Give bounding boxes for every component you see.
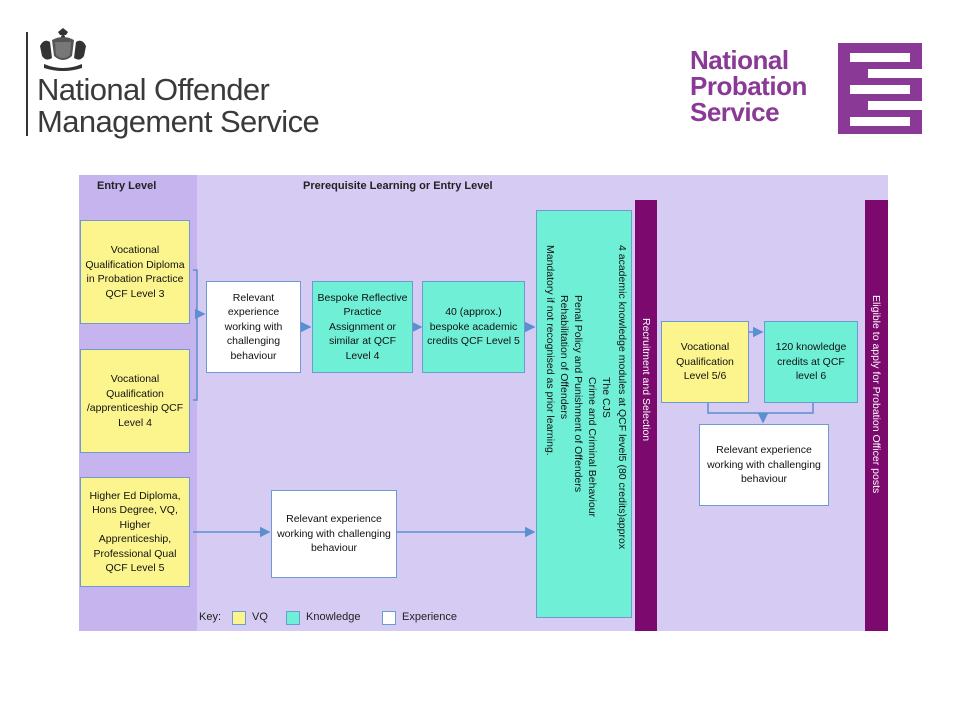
key-knowledge-label: Knowledge [306, 611, 361, 623]
academic-credits-40-box: 40 (approx.) bespoke academic credits QC… [422, 281, 525, 373]
key-swatch-experience [382, 611, 396, 625]
recruitment-selection-bar: Recruitment and Selection [635, 200, 657, 631]
noms-title-line1: National Offender [37, 72, 270, 107]
module-item-2: Crime and Criminal Behaviour [586, 377, 598, 518]
nps-title-line3: Service [690, 97, 780, 127]
nps-logo-mark-icon [838, 43, 922, 134]
recruitment-selection-label: Recruitment and Selection [640, 318, 652, 442]
knowledge-credits-120-box: 120 knowledge credits at QCF level 6 [764, 321, 858, 403]
key-experience-label: Experience [402, 611, 458, 623]
entry-level-header: Entry Level [97, 180, 157, 192]
modules-heading: 4 academic knowledge modules at QCF leve… [616, 245, 628, 550]
key-swatch-vq [232, 611, 246, 625]
experience-box-3: Relevant experience working with challen… [699, 424, 829, 506]
pathway-diagram: Entry Level Prerequisite Learning or Ent… [79, 175, 888, 631]
reflective-practice-box: Bespoke Reflective Practice Assignment o… [312, 281, 413, 373]
vq-level-56-box: Vocational Qualification Level 5/6 [661, 321, 749, 403]
prerequisite-header: Prerequisite Learning or Entry Level [303, 180, 493, 192]
key-vq-label: VQ [252, 611, 268, 623]
key-label: Key: [199, 611, 222, 623]
eligible-label: Eligible to apply for Probation Officer … [870, 295, 882, 494]
connector-arrows [193, 269, 814, 538]
nps-title-line1: National [690, 45, 789, 75]
vq-diploma-box: Vocational Qualification Diploma in Prob… [80, 220, 190, 324]
noms-title-line2: Management Service [37, 104, 320, 139]
logo-divider [26, 32, 28, 136]
experience-box-2: Relevant experience working with challen… [271, 490, 397, 578]
royal-crest-icon [40, 28, 86, 71]
higher-ed-box: Higher Ed Diploma, Hons Degree, VQ, High… [80, 477, 190, 587]
key-swatch-knowledge [286, 611, 300, 625]
nps-title-line2: Probation [690, 71, 807, 101]
vq-apprenticeship-box: Vocational Qualification /apprenticeship… [80, 349, 190, 453]
experience-box-1: Relevant experience working with challen… [206, 281, 301, 373]
modules-note: Mandatory if not recognised as prior lea… [544, 245, 556, 456]
module-item-4: Rehabilitation of Offenders [558, 295, 570, 420]
knowledge-modules-box: 4 academic knowledge modules at QCF leve… [536, 210, 632, 618]
eligible-probation-officer-bar: Eligible to apply for Probation Officer … [865, 200, 888, 631]
module-item-1: The CJS [600, 377, 612, 418]
module-item-3: Penal Policy and Punishment of Offenders [572, 295, 584, 493]
